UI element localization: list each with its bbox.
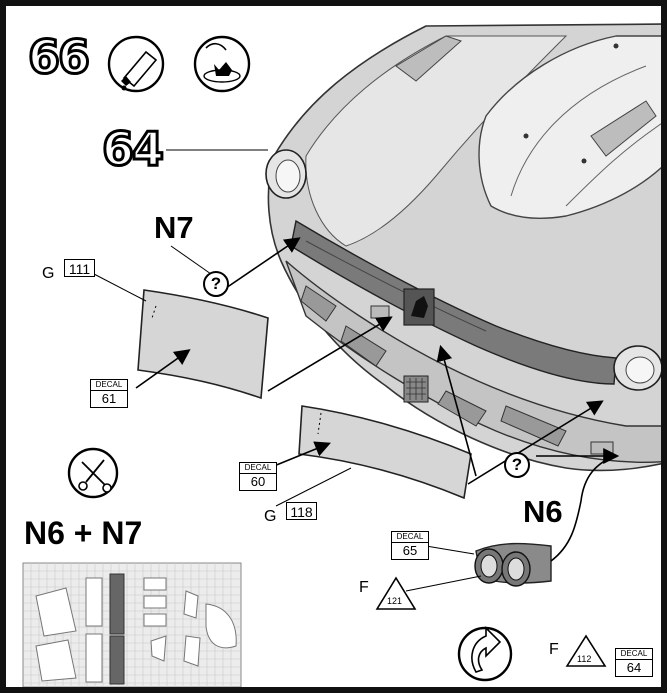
decal-61-number: 61 [101,391,117,406]
g111-letter: G [42,265,55,282]
scissors-icon [67,447,119,499]
decal-60-caption: DECAL [240,463,276,474]
g118-box: 118 [286,502,317,520]
rotate-arrow-icon [457,626,513,682]
callout-n6: N6 [523,494,563,529]
decal-64: DECAL 64 [615,648,653,677]
decal-61-caption: DECAL [91,380,127,391]
f112-number: 112 [577,654,592,664]
question-mark-n7: ? [203,271,229,297]
f121-letter: F [359,579,369,596]
windshield [478,35,661,219]
decal-61: DECAL 61 [90,379,128,408]
decal-65-number: 65 [402,543,418,558]
part-number-64: 64 [100,122,165,176]
decal-64-number: 64 [626,660,642,675]
hood-panel [305,35,568,247]
decal-65-caption: DECAL [392,532,428,543]
front-grille [290,219,617,385]
g118-letter: G [264,508,277,525]
triangle-f121 [375,576,417,610]
decal-piece-n6 [298,405,472,500]
callout-n7: N7 [154,210,194,245]
decal-60: DECAL 60 [239,462,277,491]
triangle-f112 [565,634,607,667]
g111-box: 111 [64,259,95,277]
decal-64-caption: DECAL [616,649,652,660]
decal-water-icon [193,35,251,93]
decal-piece-n7 [137,289,269,400]
decal-65: DECAL 65 [391,531,429,560]
car-front-drawing [22,23,661,687]
f112-letter: F [549,641,559,658]
glue-tube-icon [107,35,165,93]
decal-sheet [22,562,242,687]
decal-60-number: 60 [250,474,266,489]
callout-n6-n7: N6 + N7 [24,515,143,551]
step-number: 66 [26,30,91,84]
f121-number: 121 [387,596,403,606]
question-mark-n6: ? [504,452,530,478]
